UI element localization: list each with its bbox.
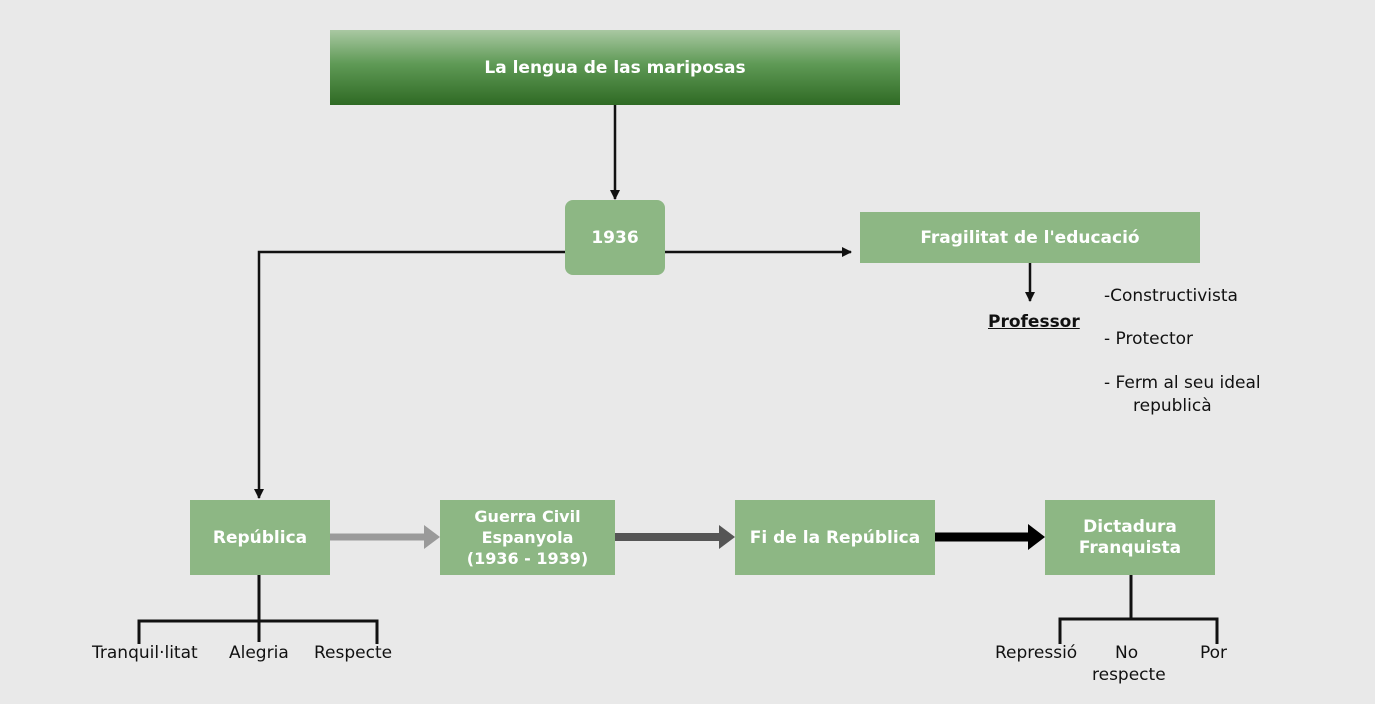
republica-label: República (212, 527, 308, 548)
professor-trait-constructivista: -Constructivista (1104, 286, 1238, 306)
dictadura-line-1: Dictadura (1083, 516, 1177, 537)
dictadura-trait-por: Por (1200, 643, 1228, 663)
year-1936-box: 1936 (565, 200, 665, 275)
dictadura-line-2: Franquista (1078, 537, 1182, 558)
guerra-line-3: (1936 - 1939) (466, 549, 589, 568)
year-label: 1936 (591, 227, 639, 248)
dictadura-trait-no: No (1115, 643, 1139, 663)
professor-label: Professor (988, 312, 1080, 332)
guerra-line-1: Guerra Civil (474, 507, 581, 526)
fragilitat-box: Fragilitat de l'educació (860, 212, 1200, 263)
republica-trait-alegria: Alegria (229, 643, 289, 663)
dictadura-bracket (1058, 575, 1219, 644)
republica-trait-respecte: Respecte (314, 643, 393, 663)
dictadura-box: Dictadura Franquista (1045, 500, 1215, 575)
fi-republica-label: Fi de la República (749, 527, 921, 548)
fi-republica-box: Fi de la República (735, 500, 935, 575)
dictadura-trait-repressio: Repressió (995, 643, 1078, 663)
republica-box: República (190, 500, 330, 575)
dictadura-trait-respecte: respecte (1092, 665, 1166, 685)
republica-trait-tranquillitat: Tranquil·litat (92, 643, 198, 663)
republica-bracket (137, 575, 379, 644)
arrow-1936-to-republica (254, 250, 565, 499)
guerra-line-2: Espanyola (481, 528, 574, 547)
guerra-civil-box: Guerra Civil Espanyola (1936 - 1939) (440, 500, 615, 575)
fragilitat-label: Fragilitat de l'educació (920, 227, 1140, 248)
professor-trait-republica: republicà (1133, 396, 1212, 416)
professor-trait-ferm: - Ferm al seu ideal (1104, 373, 1261, 393)
professor-trait-protector: - Protector (1104, 329, 1194, 349)
diagram-title-box: La lengua de las mariposas (330, 30, 900, 105)
diagram-title: La lengua de las mariposas (484, 57, 746, 78)
